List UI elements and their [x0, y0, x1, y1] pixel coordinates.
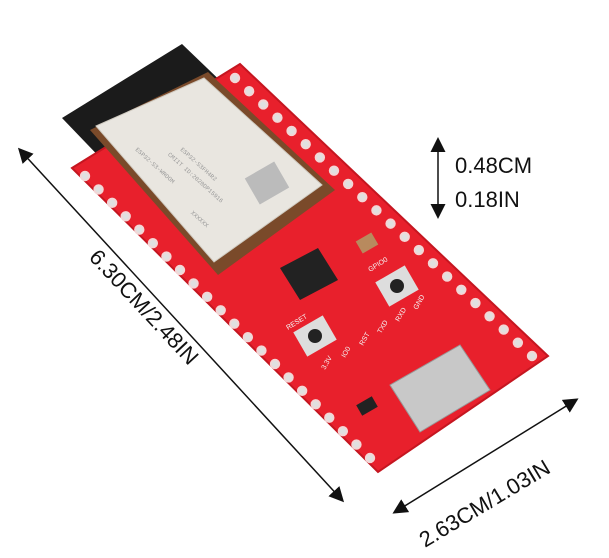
- pin-hole: [357, 191, 368, 203]
- pin-hole: [314, 152, 326, 163]
- pin-hole: [242, 331, 254, 343]
- pin-hole: [385, 218, 396, 229]
- pin-hole: [399, 231, 410, 243]
- capacitor: [355, 232, 379, 254]
- pin-hole: [174, 264, 186, 276]
- pin-hole: [147, 237, 159, 249]
- pin-hole: [120, 211, 131, 222]
- pin-hole: [134, 224, 145, 235]
- silk-label: IO0: [341, 346, 353, 359]
- pin-hole: [364, 452, 376, 464]
- pin-hole: [337, 425, 349, 437]
- pin-hole: [328, 165, 340, 176]
- pin-hole: [324, 412, 335, 423]
- reset-button-cap: [308, 329, 322, 343]
- pin-hole: [441, 271, 453, 282]
- pin-hole: [310, 399, 321, 410]
- pin-hole: [371, 205, 382, 216]
- pin-hole: [512, 337, 524, 348]
- thickness-in-label: 0.18IN: [455, 187, 520, 212]
- thickness-cm-label: 0.48CM: [455, 153, 532, 178]
- pin-hole: [215, 305, 226, 316]
- pin-hole: [484, 311, 495, 322]
- pin-hole: [106, 197, 118, 209]
- pin-hole: [342, 178, 354, 190]
- pin-hole: [286, 125, 297, 137]
- pin-hole: [229, 72, 241, 84]
- pin-hole: [256, 345, 267, 356]
- diode: [356, 396, 378, 416]
- width-arrow: [392, 398, 579, 514]
- pin-hole: [296, 385, 308, 397]
- pin-hole: [188, 278, 199, 289]
- pin-hole: [269, 358, 281, 370]
- pin-hole: [93, 184, 104, 195]
- pin-hole: [413, 244, 425, 256]
- pin-hole: [351, 439, 362, 450]
- pin-hole: [526, 350, 538, 362]
- length-arrow: [17, 147, 345, 503]
- pin-hole: [498, 324, 509, 335]
- boot-button-cap: [390, 279, 404, 293]
- pin-hole: [456, 284, 467, 296]
- pin-hole: [243, 86, 255, 97]
- pin-hole: [258, 99, 269, 110]
- pin-hole: [283, 372, 294, 383]
- pin-hole: [201, 291, 213, 303]
- pin-hole: [300, 138, 311, 150]
- pin-hole: [79, 170, 91, 182]
- pin-hole: [161, 251, 172, 262]
- pin-hole: [229, 318, 240, 329]
- pin-hole: [427, 258, 439, 269]
- pin-hole: [470, 297, 481, 309]
- pin-hole: [272, 112, 283, 123]
- width-label: 2.63CM/1.03IN: [415, 455, 555, 553]
